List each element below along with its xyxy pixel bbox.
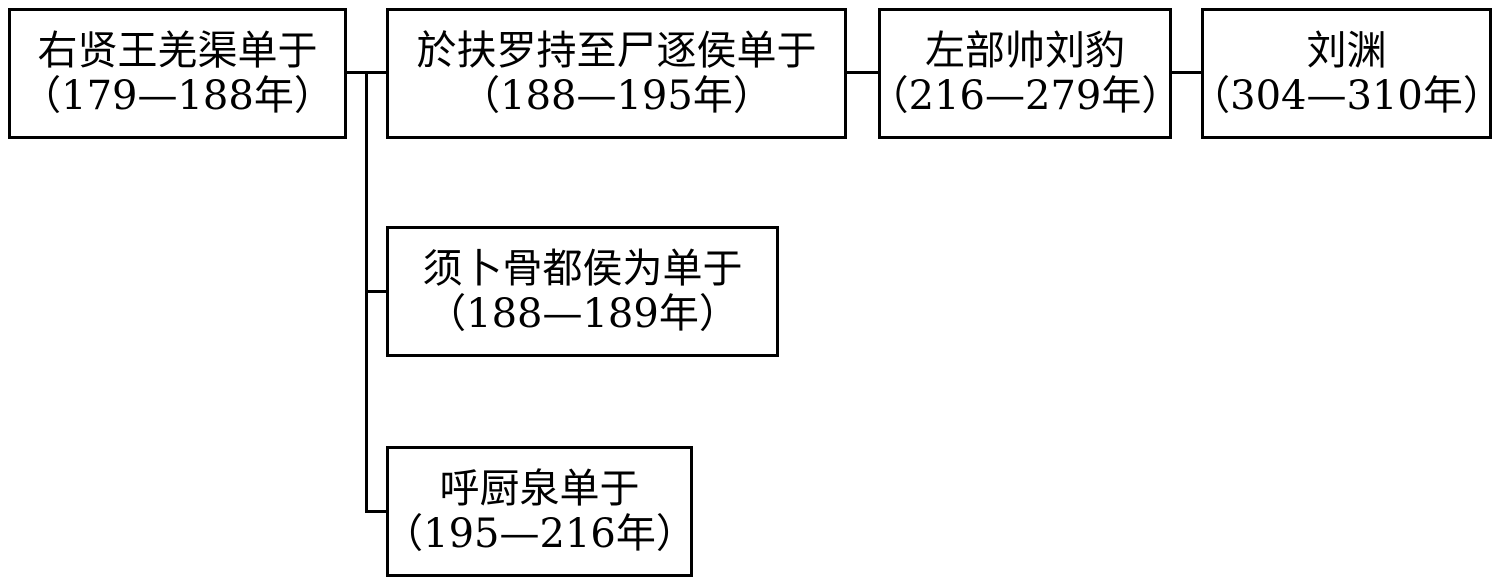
- node-huchuquan: 呼厨泉单于 （195—216年）: [383, 446, 696, 577]
- node-liu-yuan: 刘渊 （304—310年）: [1190, 8, 1500, 139]
- node-years: （216—279年）: [868, 72, 1182, 119]
- node-years: （188—189年）: [426, 290, 739, 337]
- node-years: （304—310年）: [1190, 72, 1500, 119]
- node-name: 呼厨泉单于: [439, 465, 640, 512]
- node-years: （188—195年）: [460, 72, 773, 119]
- node-name: 於扶罗持至尸逐侯单于: [416, 27, 817, 74]
- connector-liubao-liuyuan: [1170, 71, 1203, 74]
- connector-branch-huchu: [365, 510, 388, 513]
- node-years: （195—216年）: [383, 510, 696, 557]
- node-liu-bao: 左部帅刘豹 （216—279年）: [869, 8, 1181, 139]
- node-yufuluo: 於扶罗持至尸逐侯单于 （188—195年）: [386, 8, 847, 139]
- node-years: （179—188年）: [21, 72, 334, 119]
- node-name: 刘渊: [1306, 27, 1387, 74]
- node-youxian-wang-qiangqu: 右贤王羌渠单于 （179—188年）: [8, 8, 347, 139]
- node-name: 左部帅刘豹: [925, 27, 1125, 74]
- connector-branch-xubu: [365, 290, 388, 293]
- connector-yufuluo-liubao: [845, 71, 880, 74]
- node-xubu-gudouhou: 须卜骨都侯为单于 （188—189年）: [386, 226, 779, 357]
- node-name: 右贤王羌渠单于: [37, 27, 318, 74]
- node-name: 须卜骨都侯为单于: [422, 245, 743, 292]
